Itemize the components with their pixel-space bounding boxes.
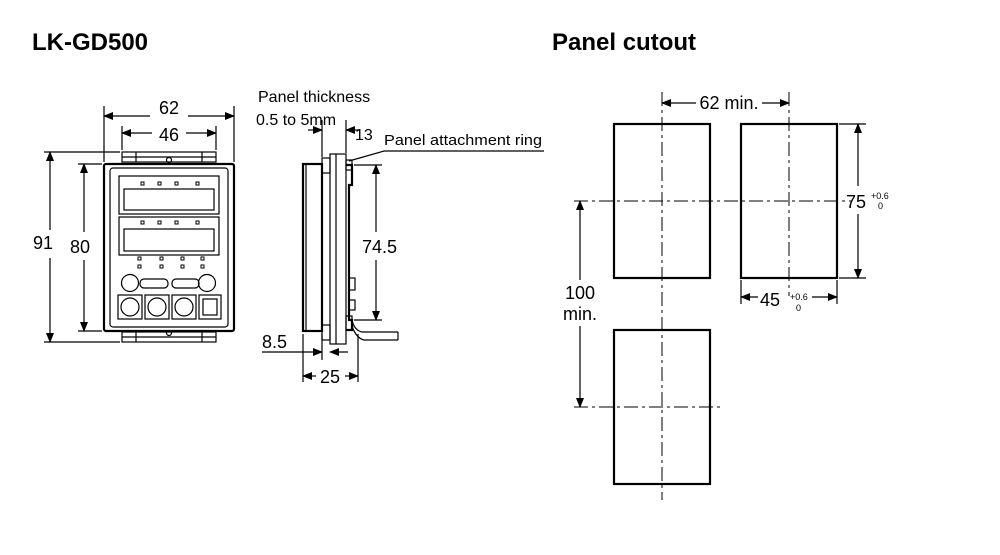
dim-side-8-5: 8.5: [262, 332, 287, 352]
dim-cutout-pitch-62: 62 min.: [699, 93, 758, 113]
title-panel-cutout: Panel cutout: [552, 29, 696, 56]
dim-cutout-pitch-100: 100: [565, 283, 595, 303]
front-view: 62 46 91 80: [33, 98, 236, 343]
dim-front-height-80: 80: [70, 237, 90, 257]
dim-cutout-width-45: 45: [760, 290, 780, 310]
dim-side-74-5: 74.5: [362, 237, 397, 257]
label-panel-attachment-ring: Panel attachment ring: [384, 132, 542, 149]
title-lk-gd500: LK-GD500: [32, 29, 148, 56]
label-panel-thickness: Panel thickness: [258, 89, 370, 106]
dim-front-height-91: 91: [33, 233, 53, 253]
dim-front-width-46: 46: [159, 125, 179, 145]
tol-cutout-width-lower: 0: [796, 303, 801, 313]
tol-cutout-width-upper: +0.6: [790, 292, 808, 302]
panel-cutout-view: 62 min. 75 +0.6 0 45 +0.6 0 100 min.: [563, 92, 889, 500]
side-view: Panel thickness 0.5 to 5mm 13 Panel atta…: [256, 89, 544, 387]
tol-cutout-height-upper: +0.6: [871, 191, 889, 201]
dim-side-13: 13: [355, 127, 373, 144]
dim-side-25: 25: [320, 367, 340, 387]
dim-cutout-pitch-100-min: min.: [563, 304, 597, 324]
label-panel-thickness-range: 0.5 to 5mm: [256, 112, 336, 129]
tol-cutout-height-lower: 0: [878, 201, 883, 211]
dim-front-width-62: 62: [159, 98, 179, 118]
dim-cutout-height-75: 75: [846, 192, 866, 212]
